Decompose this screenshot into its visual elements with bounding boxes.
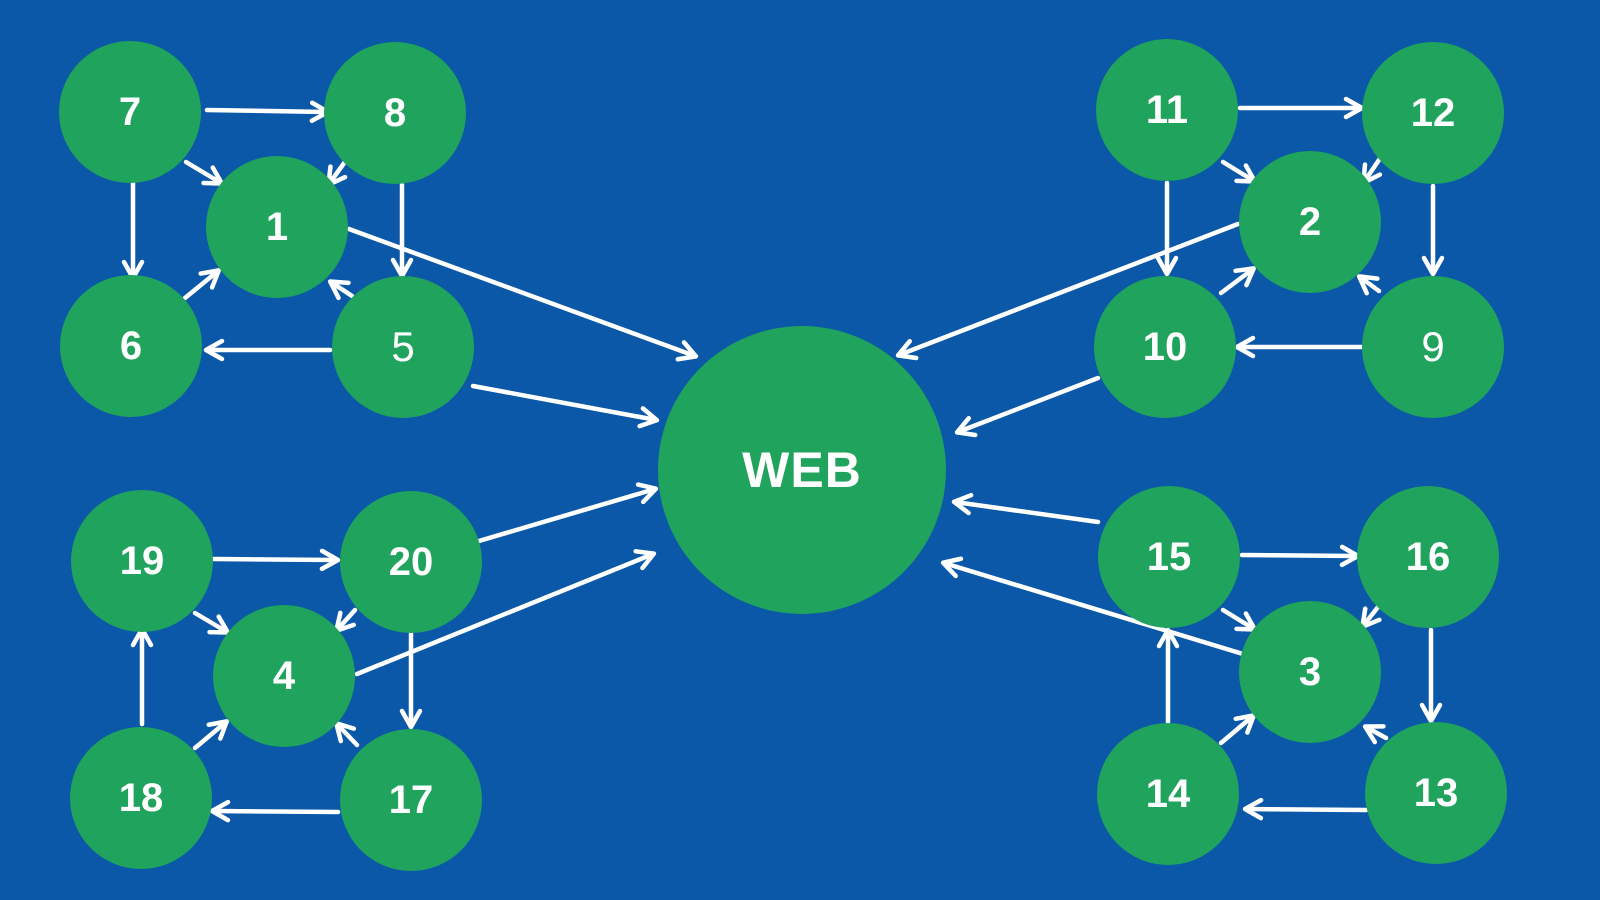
edge-7-8 xyxy=(204,100,331,123)
node-web: WEB xyxy=(658,326,946,614)
node-17: 17 xyxy=(340,729,482,871)
edge-15-web xyxy=(951,492,1101,525)
edge-19-20 xyxy=(211,548,341,572)
node-11: 11 xyxy=(1096,39,1238,181)
edge-9-2 xyxy=(1356,274,1382,296)
edge-17-18 xyxy=(209,799,341,823)
node-1: 1 xyxy=(206,156,348,298)
node-19: 19 xyxy=(71,490,213,632)
edge-13-3 xyxy=(1362,724,1389,745)
node-16: 16 xyxy=(1357,486,1499,628)
edge-20-4 xyxy=(334,607,358,633)
node-15: 15 xyxy=(1098,486,1240,628)
node-6: 6 xyxy=(60,275,202,417)
edge-17-4 xyxy=(334,721,360,748)
edge-5-1 xyxy=(327,279,355,301)
edge-6-1 xyxy=(182,268,222,301)
edge-15-3 xyxy=(1220,607,1258,632)
edge-11-2 xyxy=(1220,159,1258,184)
edge-1-web xyxy=(346,226,699,362)
node-4: 4 xyxy=(213,605,355,747)
edge-19-4 xyxy=(192,610,231,635)
node-20: 20 xyxy=(340,491,482,633)
node-12: 12 xyxy=(1362,42,1504,184)
node-14: 14 xyxy=(1097,723,1239,865)
node-13: 13 xyxy=(1365,722,1507,864)
edge-13-14 xyxy=(1242,797,1369,821)
edge-5-web xyxy=(470,383,660,429)
node-5: 5 xyxy=(332,276,474,418)
node-10: 10 xyxy=(1094,276,1236,418)
node-18: 18 xyxy=(70,727,212,869)
edge-12-2 xyxy=(1361,154,1384,186)
node-2: 2 xyxy=(1239,151,1381,293)
node-7: 7 xyxy=(59,41,201,183)
edge-18-4 xyxy=(192,719,230,751)
node-9: 9 xyxy=(1362,276,1504,418)
edge-2-web xyxy=(895,221,1241,361)
edge-20-web xyxy=(476,482,659,544)
edge-15-16 xyxy=(1239,544,1361,568)
edge-7-1 xyxy=(183,159,225,186)
node-3: 3 xyxy=(1239,601,1381,743)
node-8: 8 xyxy=(324,42,466,184)
edge-4-web xyxy=(354,549,657,677)
edge-10-2 xyxy=(1218,266,1257,296)
edge-14-3 xyxy=(1218,713,1257,746)
edge-3-web xyxy=(940,556,1246,657)
edge-10-web xyxy=(954,375,1101,438)
